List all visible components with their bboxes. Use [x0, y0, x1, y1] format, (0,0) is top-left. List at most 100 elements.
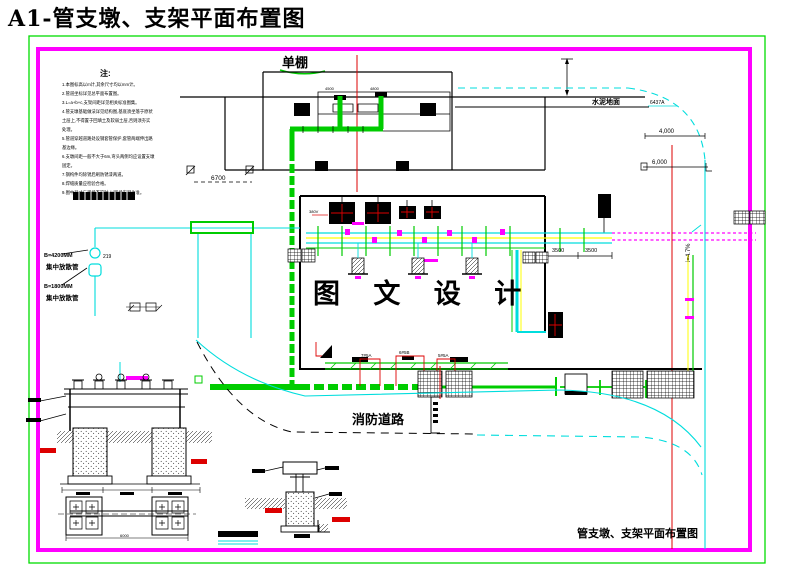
inner-track-ticks	[329, 362, 497, 370]
note-line: 6.支墩间距一般不大于6m,弯头两侧均应设置支墩	[62, 153, 155, 160]
detail-footing-plan: 6000	[58, 496, 196, 541]
cement-floor-label: 水泥地面	[592, 97, 620, 106]
note-line: 2.管道坐标详见总平面布置图。	[62, 90, 121, 97]
notes-heading: 注:	[100, 68, 111, 78]
vent-cyan-lines	[94, 227, 300, 338]
dim-6700: 6700	[211, 175, 226, 182]
road-top-right: 水泥地面 6437A 4,000 6,000 i=4.7%	[455, 87, 712, 549]
note-line: 7.钢构件均除锈后刷防锈漆两道。	[62, 171, 126, 178]
curve-ref-label: 6437A	[650, 100, 665, 106]
vent2-name: 集中放散管	[45, 293, 79, 302]
pipe-run-cyan	[306, 232, 612, 244]
scale-bar	[218, 531, 258, 545]
road-dashed-cyan	[476, 434, 703, 476]
footing-dim: 6000	[120, 533, 130, 538]
vent-leaders	[61, 249, 89, 286]
road-dashed-corner	[627, 87, 706, 161]
detail-c-red-tag-left	[265, 508, 282, 513]
footing-right	[151, 496, 189, 536]
hatched-wall-stripes	[78, 192, 128, 200]
pier-base-right	[146, 475, 192, 485]
ground-hatch-right	[315, 498, 347, 509]
detail-c-black-tag	[294, 534, 310, 538]
footing-left	[65, 496, 103, 536]
shed-building: 单棚 4500 4800 6700	[180, 55, 645, 390]
vent-stack-2	[88, 263, 102, 277]
note-line: 基边缘。	[62, 144, 79, 151]
footing-pad-crosses	[73, 504, 181, 526]
dim-line-6000	[640, 162, 712, 172]
grating-platforms	[417, 370, 695, 399]
detail-c-leaders	[264, 466, 330, 499]
vent1-name: 集中放散管	[45, 262, 79, 271]
vent-stack-1	[89, 247, 101, 259]
detail-c-label-bars	[252, 466, 342, 496]
note-line: 固定。	[62, 162, 75, 169]
road-edge-solid	[195, 339, 702, 448]
valve-bodies	[73, 380, 173, 390]
outer-border	[28, 35, 766, 564]
shed-dim-1: 4500	[325, 86, 335, 91]
road-bracket	[430, 396, 440, 434]
fire-road-label: 消防道路	[352, 412, 405, 427]
detail-a-red-tag-right	[191, 459, 207, 464]
mini-dim-line	[126, 304, 163, 312]
drawing-frame	[28, 35, 766, 564]
note-line: 5.管道穿越道路处设钢套管保护,套管两端伸出路	[62, 135, 153, 142]
detail-c-red-tag-right	[332, 517, 350, 522]
pipe-joint-ticks	[302, 126, 364, 133]
anchor-hatch	[318, 524, 328, 532]
hatched-wall-bar	[73, 192, 135, 200]
ground-hatch-left	[245, 498, 285, 509]
valve-dome-2	[117, 373, 125, 381]
equipment-box-base	[565, 391, 587, 395]
valve-marks	[345, 222, 505, 262]
detail-single-pier	[245, 461, 350, 538]
vent1-size: B=4200MM	[44, 253, 73, 259]
pier-base-left	[67, 475, 113, 485]
column-lines	[290, 473, 310, 492]
shed-green-pipe	[289, 96, 384, 152]
drawing-caption: 管支墩、支架平面布置图	[577, 526, 698, 540]
detail-a-dim-marks	[76, 492, 182, 495]
shed-dim-2: 4800	[370, 86, 380, 91]
dim-end-symbols	[186, 165, 254, 174]
road-dashed-black	[196, 341, 478, 435]
road-bracket-marks	[433, 402, 438, 423]
detail-a-leaders	[39, 395, 67, 422]
support-tag-3: 5#5A	[438, 353, 449, 358]
inlet-label: 380V	[309, 209, 319, 214]
south-pipe-run: 7#5A 6#5B 5#5A	[210, 350, 695, 399]
scale-bar-black	[218, 531, 258, 537]
pump-tags	[355, 276, 475, 279]
detail-a-green-mark	[194, 375, 203, 384]
support-tag-1: 7#5A	[361, 353, 372, 358]
detail-a-dim-line	[61, 487, 201, 493]
plant-walls	[299, 195, 702, 370]
footing-dim-line	[65, 535, 189, 541]
note-line: 1.本图标高以m计,其余尺寸均以mm计。	[62, 81, 138, 88]
note-line: 3.L=a+b+c,支架间距详见相关标准图集。	[62, 99, 139, 106]
scale-bar-cyan	[218, 540, 258, 545]
beam-box	[282, 461, 318, 475]
pipe-run-magenta-dashed	[612, 232, 756, 241]
detail-a-red-tag-left	[40, 448, 56, 453]
pipe-bridge	[190, 221, 254, 234]
pipe-dia-label: 219	[103, 254, 112, 260]
vent2-size: B=1800MM	[44, 284, 73, 290]
inner-track-blocks	[352, 356, 468, 362]
main-plant: 380V 3500 3500 图 文 设 计	[287, 194, 766, 388]
single-pier	[285, 491, 315, 527]
right-riser-tags	[685, 298, 694, 319]
vent-pipes-left: 219 B=4200MM 集中放散管 B=1800MM 集中放散管	[44, 192, 300, 338]
page-title: A1-管支墩、支架平面布置图	[7, 6, 306, 32]
stair-symbols	[287, 210, 766, 264]
dim-4000: 4,000	[659, 129, 675, 135]
note-line: 处理。	[62, 126, 75, 133]
single-pier-base	[280, 525, 320, 533]
note-line: 8.焊缝质量应检验合格。	[62, 180, 109, 187]
shed-label: 单棚	[282, 55, 308, 70]
detail-a-label-bars	[26, 398, 41, 422]
note-line: 4.管支墩基础做法详见结构图,基底须坐落于原状	[62, 108, 153, 115]
